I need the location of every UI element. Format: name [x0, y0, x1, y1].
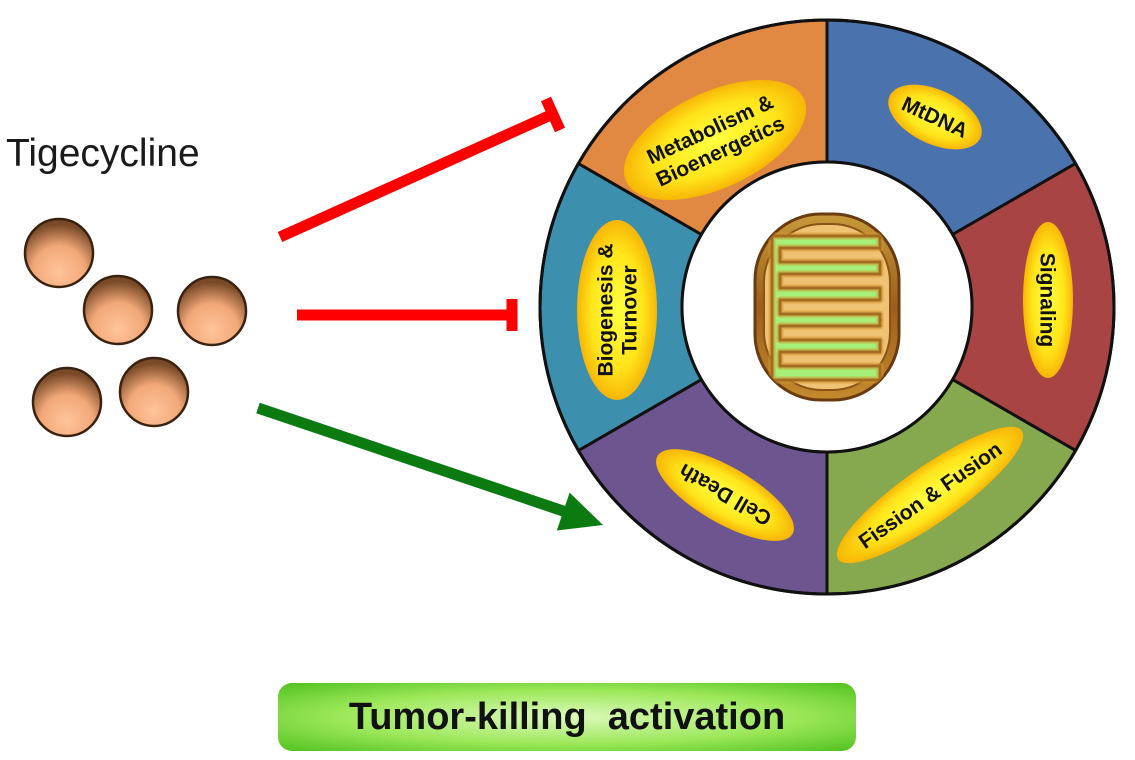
segment-cell-death: Cell Death	[576, 377, 829, 596]
tigecycline-particles	[23, 217, 248, 438]
inhibit-arrow-metabolism	[277, 96, 566, 243]
tigecycline-particle	[82, 274, 154, 346]
ring-outer-border	[538, 18, 1116, 596]
drug-name-label: Tigecycline	[6, 132, 200, 175]
segment-label-signaling: Signaling	[1023, 222, 1073, 378]
segment-label-line: Biogenesis &	[594, 243, 617, 376]
segment-label-line: Signaling	[1036, 253, 1059, 348]
segment-fission-fusion: Fission & Fusion	[825, 377, 1078, 596]
tumor-killing-activation-label: Tumor-killing activation	[348, 695, 786, 738]
inhibit-arrow-biogenesis	[297, 299, 518, 331]
segment-biogenesis-turnover: Biogenesis &Turnover	[538, 161, 704, 453]
tigecycline-particle	[23, 217, 95, 289]
tigecycline-particle	[176, 275, 248, 347]
mitochondrion-icon	[753, 212, 901, 402]
segment-label-biogenesis-turnover: Biogenesis &Turnover	[577, 220, 657, 400]
activate-arrow-cell-death	[256, 402, 603, 531]
tumor-killing-activation-box: Tumor-killing activation	[278, 683, 856, 751]
segment-label-line: Turnover	[618, 265, 641, 354]
tigecycline-particle	[31, 366, 103, 438]
tigecycline-particle	[118, 356, 190, 428]
effect-arrows	[256, 96, 603, 531]
